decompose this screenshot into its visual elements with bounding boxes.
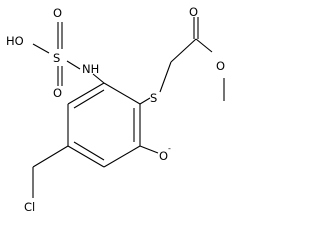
- thioether-sulfur-label: S: [150, 91, 157, 105]
- thioether-ester-chain: S O O: [139, 5, 225, 105]
- ring-bond-upper-left-inner: [73, 89, 105, 109]
- ring-bond-upper-left: [67, 82, 105, 105]
- molecule-drawing: HO S O O NH S O O O -: [6, 5, 225, 214]
- n-s-bond: [66, 60, 81, 70]
- chemical-structure-canvas: HO S O O NH S O O O -: [6, 5, 226, 214]
- s-oh-bond: [32, 43, 50, 54]
- sulfonic-amide-group: HO S O O NH: [6, 6, 105, 100]
- ch2-carbonyl-bond: [170, 38, 197, 63]
- amine-label: NH: [82, 62, 99, 76]
- sulfonyl-sulfur-label: S: [53, 51, 60, 65]
- ring-bond-lower-right: [103, 145, 141, 168]
- sulfonyl-oxygen-bottom-label: O: [53, 86, 62, 100]
- n-ring-bond: [92, 73, 105, 84]
- chloromethyl-group: Cl: [24, 145, 69, 214]
- ring-o-bond: [139, 145, 159, 154]
- sulfonyl-oxygen-top-label: O: [53, 6, 62, 20]
- ester-oxygen-label: O: [216, 59, 225, 73]
- phenoxide-oxygen-label: O: [159, 149, 168, 163]
- ring-ch2-bond: [32, 145, 69, 168]
- s-ch2-bond: [159, 61, 172, 93]
- carbonyl-oxygen-label: O: [189, 5, 198, 19]
- carbonyl-ester-oxygen-bond: [195, 38, 213, 53]
- ring-bond-bottom: [67, 145, 105, 168]
- ring-bond-top: [103, 82, 141, 105]
- ring-bond-bottom-inner: [73, 141, 105, 161]
- phenoxide-charge-label: -: [168, 144, 171, 153]
- ring-s-bond: [139, 97, 151, 105]
- hydroxyl-label: HO: [6, 34, 24, 48]
- benzene-ring: [67, 82, 141, 168]
- chlorine-label: Cl: [24, 200, 35, 214]
- phenoxide-group: O -: [139, 144, 171, 163]
